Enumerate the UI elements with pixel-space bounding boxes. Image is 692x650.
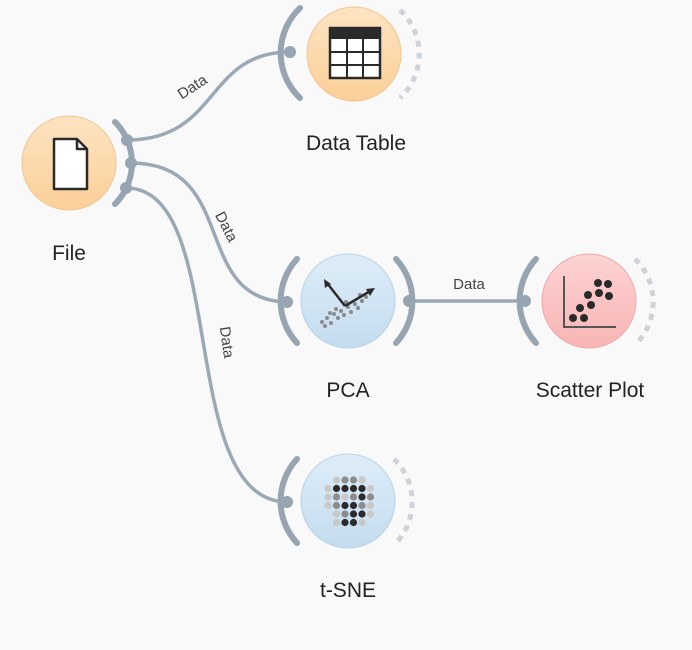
node-label-file: File <box>52 242 86 265</box>
tsne-input-anchor[interactable] <box>277 456 300 546</box>
link-label-pca-to-scatter: Data <box>453 276 485 293</box>
tsne-icon-dot <box>324 484 332 493</box>
tsne-icon-dot <box>358 493 366 501</box>
node-label-tsne: t-SNE <box>320 579 376 602</box>
tsne-icon-dot <box>332 476 341 484</box>
tsne-icon-dot <box>358 476 366 484</box>
node-file[interactable]: File <box>21 115 137 265</box>
tsne-icon-dot <box>349 518 358 527</box>
document-icon <box>52 137 89 191</box>
tsne-icon-dot <box>341 484 349 493</box>
node-label-scatter-plot: Scatter Plot <box>536 379 645 402</box>
pca-arrows-icon <box>320 279 375 328</box>
link-file-to-tsne[interactable] <box>125 186 288 504</box>
tsne-icon-dot <box>366 501 375 510</box>
tsne-output-anchor[interactable] <box>392 457 415 547</box>
data-table-output-anchor[interactable] <box>398 8 422 100</box>
scatter-output-anchor[interactable] <box>633 257 656 347</box>
tsne-icon-dot <box>358 510 366 518</box>
node-pca[interactable]: PCA <box>277 253 416 402</box>
pca-input-anchor[interactable] <box>277 256 300 346</box>
link-file-to-data-table[interactable] <box>126 50 291 142</box>
node-scatter-plot[interactable]: Scatter Plot <box>516 253 656 402</box>
tsne-icon-dot <box>341 501 349 510</box>
tsne-icon-dot <box>349 476 358 484</box>
tsne-icon-dot <box>366 493 375 501</box>
tsne-input-port[interactable] <box>281 496 293 508</box>
tsne-icon-dot <box>332 484 341 493</box>
tsne-icon-dot <box>349 510 358 518</box>
tsne-icon-dot <box>324 493 332 501</box>
data-table-input-port[interactable] <box>284 46 296 58</box>
tsne-icon-dot <box>366 484 375 493</box>
tsne-icon-dot <box>349 493 358 501</box>
tsne-icon-dot <box>358 484 366 493</box>
tsne-icon-dot <box>366 510 375 518</box>
tsne-icon-dot <box>332 510 341 518</box>
file-output-port[interactable] <box>120 182 132 194</box>
table-icon <box>328 26 382 80</box>
node-tsne[interactable]: t-SNE <box>277 453 415 602</box>
tsne-icon-dot <box>332 501 341 510</box>
node-label-data-table: Data Table <box>306 132 406 155</box>
file-output-port[interactable] <box>121 134 133 146</box>
tsne-icon-dot <box>358 518 366 527</box>
link-label-file-to-data-table: Data <box>175 71 211 103</box>
pca-input-port[interactable] <box>281 296 293 308</box>
file-output-port[interactable] <box>125 157 137 169</box>
tsne-icon-dot <box>341 510 349 518</box>
data-table-input-anchor[interactable] <box>277 5 303 101</box>
link-file-to-pca[interactable] <box>130 161 288 304</box>
tsne-icon-dot <box>341 518 349 527</box>
tsne-icon-dot <box>349 484 358 493</box>
tsne-icon-dot <box>341 493 349 501</box>
tsne-icon-dot <box>332 518 341 527</box>
tsne-icon-dot <box>324 501 332 510</box>
link-label-file-to-tsne: Data <box>216 326 237 360</box>
tsne-icon-dot <box>349 501 358 510</box>
tsne-dots-icon <box>324 476 375 527</box>
pca-output-port[interactable] <box>403 295 415 307</box>
tsne-icon-dot <box>332 493 341 501</box>
tsne-icon-dot <box>358 501 366 510</box>
tsne-icon-dot <box>341 476 349 484</box>
scatter-icon <box>563 276 616 328</box>
node-data-table[interactable]: Data Table <box>277 5 422 155</box>
node-label-pca: PCA <box>326 379 369 402</box>
scatter-input-port[interactable] <box>519 295 531 307</box>
